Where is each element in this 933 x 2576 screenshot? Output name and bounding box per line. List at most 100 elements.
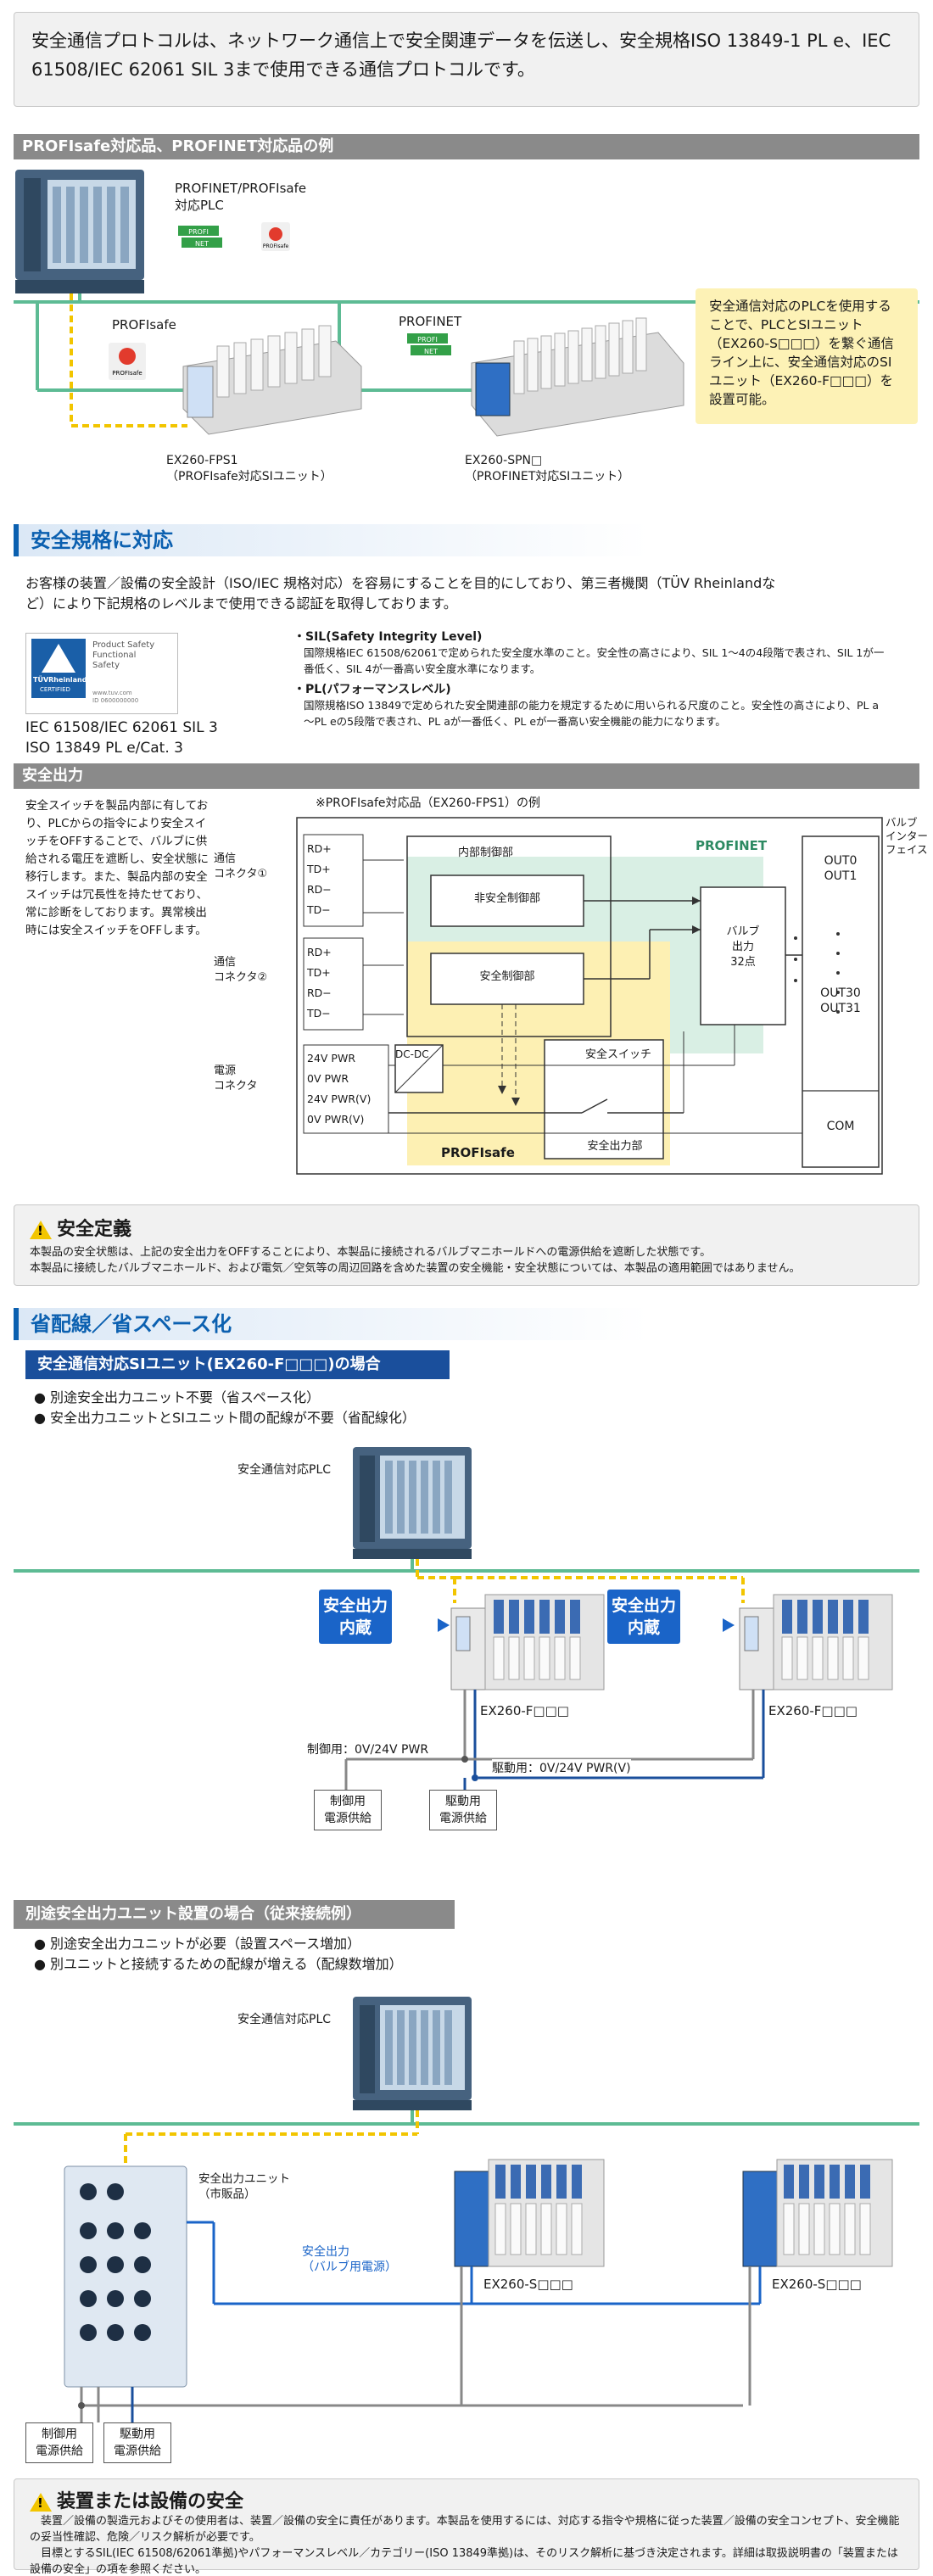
pins-conn1: RD+TD+RD−TD− bbox=[307, 842, 332, 916]
valve-output-label: バルブ 出力 32点 bbox=[726, 925, 760, 969]
pins-conn2: RD+TD+RD−TD− bbox=[307, 946, 332, 1020]
profinet-logo-right: PROFI NET bbox=[404, 330, 463, 359]
tuv-line: Product Safety bbox=[92, 640, 155, 650]
svg-text:PROFIsafe: PROFIsafe bbox=[263, 243, 289, 249]
std-pl: ISO 13849 PL e/Cat. 3 bbox=[25, 740, 183, 757]
sil-text: 国際規格IEC 61508/62061で定められた安全度水準のこと。安全性の高さ… bbox=[304, 646, 885, 675]
conn1-label: 通信 コネクタ① bbox=[214, 852, 268, 880]
bullet-item: 別途安全出力ユニット不要（省スペース化） bbox=[50, 1389, 321, 1405]
section-header-safety-output: 安全出力 bbox=[14, 763, 919, 789]
section-header-example: PROFIsafe対応品、PROFINET対応品の例 bbox=[14, 134, 919, 159]
standard-definitions: ・SIL(Safety Integrity Level) 国際規格IEC 615… bbox=[293, 628, 887, 729]
bullet-list-1: ● 別途安全出力ユニット不要（省スペース化） ● 安全出力ユニットとSIユニット… bbox=[34, 1389, 416, 1426]
svg-text:PROFIsafe: PROFIsafe bbox=[112, 370, 142, 377]
unit1-caption: EX260-FPS1 （PROFIsafe対応SIユニット） bbox=[166, 454, 332, 483]
plc-illustration-2 bbox=[353, 1997, 472, 2110]
pl-title: ・PL(パフォーマンスレベル) bbox=[293, 683, 451, 696]
internal-label: 内部制御部 bbox=[458, 847, 514, 859]
plc-caption-2: 安全通信対応PLC bbox=[237, 2013, 332, 2026]
profisafe-logo-top: PROFIsafe bbox=[261, 222, 290, 251]
tuv-line: Safety bbox=[92, 661, 120, 670]
dcdc-label: DC-DC bbox=[395, 1048, 429, 1060]
definition-line: 本製品に接続したバルブマニホールド、および電気／空気等の周辺回路を含めた装置の安… bbox=[30, 1262, 801, 1275]
safety-output-builtin-sign-2: 安全出力 内蔵 bbox=[607, 1590, 680, 1644]
pl-text: 国際規格ISO 13849で定められた安全関連部の能力を規定するために用いられる… bbox=[304, 699, 880, 728]
note-box: 安全通信対応のPLCを使用することで、PLCとSIユニット（EX260-S□□□… bbox=[696, 288, 918, 424]
plc-label: PROFINET/PROFIsafe 対応PLC bbox=[175, 181, 307, 213]
ex260-f-unit-1 bbox=[450, 1594, 605, 1690]
safety-definition-box: 安全定義 本製品の安全状態は、上記の安全出力をOFFすることにより、本製品に接続… bbox=[14, 1204, 919, 1286]
subheader-integrated: 安全通信対応SIユニット(EX260-F□□□)の場合 bbox=[25, 1350, 450, 1379]
ex-s-label-1: EX260-S□□□ bbox=[483, 2277, 573, 2292]
unit2-caption: EX260-SPN□ （PROFINET対応SIユニット） bbox=[465, 454, 630, 483]
safety-output-label: 安全出力部 bbox=[587, 1140, 643, 1153]
ex-f-label-2: EX260-F□□□ bbox=[768, 1703, 858, 1718]
network-example-diagram: PROFI NET PROFIsafe PROFIsafe PROFI NET bbox=[14, 170, 919, 437]
safety-output-desc: 安全スイッチを製品内部に有しており、PLCからの指令により安全スイッチをOFFす… bbox=[25, 799, 209, 937]
equipment-safety-line: 装置／設備の製造元およびその使用者は、装置／設備の安全に責任があります。本製品を… bbox=[30, 2515, 900, 2544]
svg-text:NET: NET bbox=[424, 348, 438, 355]
std-sil: IEC 61508/IEC 62061 SIL 3 bbox=[25, 719, 218, 736]
plc-illustration bbox=[15, 170, 144, 293]
plc-caption-1: 安全通信対応PLC bbox=[237, 1463, 332, 1477]
ex-f-label-1: EX260-F□□□ bbox=[480, 1703, 569, 1718]
standards-desc: お客様の装置／設備の安全設計（ISO/IEC 規格対応）を容易にすることを目的に… bbox=[25, 575, 776, 612]
ex260-s-unit-2 bbox=[742, 2159, 893, 2267]
ex260-s-unit-1 bbox=[454, 2159, 605, 2267]
definition-title: 安全定義 bbox=[57, 1219, 132, 1240]
bullet-item: 別途安全出力ユニットが必要（設置スペース増加） bbox=[50, 1936, 361, 1952]
com-label: COM bbox=[826, 1120, 855, 1133]
tuv-url: www.tuv.com ID 0600000000 bbox=[92, 690, 139, 704]
intro-box: 安全通信プロトコルは、ネットワーク通信上で安全関連データを伝送し、安全規格ISO… bbox=[14, 12, 919, 107]
control-line-label: 制御用：0V/24V PWR bbox=[307, 1741, 429, 1757]
svg-text:NET: NET bbox=[195, 240, 209, 248]
sil-title: ・SIL(Safety Integrity Level) bbox=[293, 630, 483, 644]
svg-text:PROFI: PROFI bbox=[188, 228, 209, 236]
equipment-safety-box: 装置または設備の安全 装置／設備の製造元およびその使用者は、装置／設備の安全に責… bbox=[14, 2478, 919, 2576]
conn2-label: 通信 コネクタ② bbox=[214, 956, 268, 984]
section-header-wiring: 省配線／省スペース化 bbox=[14, 1308, 919, 1340]
profisafe-zone-label: PROFIsafe bbox=[441, 1145, 515, 1160]
safety-control-label: 安全制御部 bbox=[479, 970, 535, 983]
control-supply-box: 制御用 電源供給 bbox=[314, 1790, 382, 1830]
ex260-fps1-illustration bbox=[182, 325, 362, 435]
warning-icon bbox=[30, 2493, 52, 2512]
safety-output-supply-label: 安全出力 （バルブ用電源） bbox=[302, 2245, 397, 2274]
drive-supply-box: 駆動用 電源供給 bbox=[429, 1790, 497, 1830]
note-text: 安全通信対応のPLCを使用することで、PLCとSIユニット（EX260-S□□□… bbox=[709, 299, 894, 407]
subheader-conventional: 別途安全出力ユニット設置の場合（従来接続例） bbox=[14, 1900, 455, 1929]
diagram-title: ※PROFIsafe対応品（EX260-FPS1）の例 bbox=[316, 796, 541, 810]
ex260-spn-illustration bbox=[471, 317, 684, 437]
profisafe-logo-left: PROFIsafe bbox=[109, 343, 146, 380]
equipment-safety-title: 装置または設備の安全 bbox=[57, 2491, 244, 2512]
tuv-cert: CERTIFIED bbox=[40, 686, 70, 693]
safety-output-unit-illustration bbox=[64, 2165, 187, 2388]
intro-text: 安全通信プロトコルは、ネットワーク通信上で安全関連データを伝送し、安全規格ISO… bbox=[31, 31, 891, 80]
valve-interface-label: バルブ インター フェイス bbox=[886, 816, 929, 856]
safety-output-builtin-sign-1: 安全出力 内蔵 bbox=[319, 1590, 392, 1644]
ex260-f-unit-2 bbox=[739, 1594, 893, 1690]
safety-unit-label: 安全出力ユニット （市販品） bbox=[198, 2172, 290, 2201]
svg-text:PROFI: PROFI bbox=[417, 336, 438, 344]
safety-switch-label: 安全スイッチ bbox=[585, 1048, 652, 1061]
ex-s-label-2: EX260-S□□□ bbox=[772, 2277, 862, 2292]
control-supply-box-2: 制御用 電源供給 bbox=[25, 2422, 93, 2463]
profinet-label: PROFINET bbox=[399, 314, 462, 329]
section-header-standards: 安全規格に対応 bbox=[14, 524, 919, 556]
tuv-line: Functional bbox=[92, 651, 137, 660]
tuv-certificate-mark: TÜVRheinland CERTIFIED Product Safety Fu… bbox=[25, 633, 178, 714]
conventional-wiring-diagram bbox=[14, 1997, 919, 2422]
integrated-wiring-diagram bbox=[14, 1447, 919, 1790]
profisafe-label: PROFIsafe bbox=[112, 317, 176, 332]
tuv-brand: TÜVRheinland bbox=[33, 676, 87, 684]
profinet-logo: PROFI NET bbox=[175, 222, 234, 251]
profinet-zone-label: PROFINET bbox=[696, 838, 768, 853]
bullet-item: 安全出力ユニットとSIユニット間の配線が不要（省配線化） bbox=[50, 1410, 416, 1426]
tuv-logo-icon: TÜVRheinland CERTIFIED bbox=[31, 639, 87, 698]
bullet-list-2: ● 別途安全出力ユニットが必要（設置スペース増加） ● 別ユニットと接続するため… bbox=[34, 1936, 403, 1972]
equipment-safety-line: 目標とするSIL(IEC 61508/62061準拠)やパフォーマンスレベル／カ… bbox=[30, 2547, 898, 2576]
non-safety-label: 非安全制御部 bbox=[473, 892, 540, 905]
